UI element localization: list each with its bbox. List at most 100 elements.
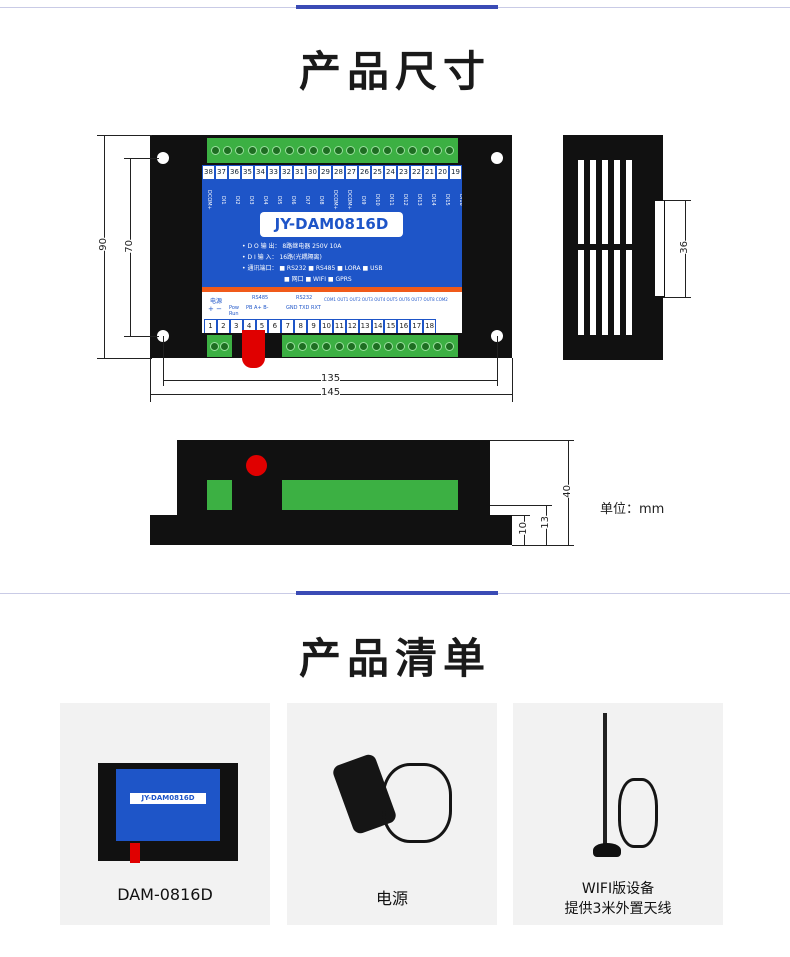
terminal-screw <box>297 146 307 155</box>
ext-line <box>124 158 159 159</box>
terminal-number: 33 <box>267 165 280 180</box>
power-cable-image <box>382 763 452 843</box>
terminal-screw <box>284 146 294 155</box>
product-caption-line1: WIFI版设备 <box>581 881 655 897</box>
product-card-antenna: WIFI版设备 提供3米外置天线 <box>513 703 723 925</box>
terminal-screw <box>445 146 455 155</box>
rs232-label: RS232 <box>296 295 313 301</box>
power-terminal-side <box>207 480 232 510</box>
pin-label: DI6 <box>290 195 296 205</box>
rs232-pins: GND TXD RXT <box>286 305 321 311</box>
terminal-screw <box>371 341 381 351</box>
pin-label: DI9 <box>360 195 366 205</box>
terminal-screw <box>235 146 245 155</box>
section-accent-bar <box>296 591 498 595</box>
terminal-number: 35 <box>241 165 254 180</box>
terminal-screw <box>310 341 320 351</box>
terminal-screw <box>247 146 257 155</box>
terminal-number: 1 <box>204 319 217 333</box>
pin-label: DI16 <box>458 194 462 206</box>
pin-label: DI2 <box>234 195 240 205</box>
dim-label-40: 40 <box>562 485 573 498</box>
ext-line <box>497 336 498 386</box>
pin-label: DI4 <box>262 195 268 205</box>
product-caption-line2: 提供3米外置天线 <box>564 901 672 917</box>
rs485-label: RS485 <box>252 295 269 301</box>
pin-label: DI13 <box>416 194 422 206</box>
power-polarity: + − <box>208 305 222 313</box>
terminal-screw <box>371 146 381 155</box>
terminal-number: 15 <box>384 319 398 333</box>
terminal-number: 28 <box>332 165 345 180</box>
model-label: JY-DAM0816D <box>260 212 403 237</box>
terminal-screw <box>220 341 230 351</box>
terminal-number: 38 <box>202 165 215 180</box>
mount-hole <box>157 152 169 164</box>
section-accent-bar <box>296 5 498 9</box>
pin-label: DI11 <box>388 194 394 206</box>
section-title-dimensions: 产品尺寸 <box>298 47 491 96</box>
ext-line <box>663 297 691 298</box>
terminal-side <box>282 480 458 510</box>
ext-line <box>512 358 513 402</box>
terminal-screw <box>358 146 368 155</box>
terminal-screw <box>321 146 331 155</box>
terminal-screw <box>383 341 393 351</box>
terminal-number: 27 <box>345 165 358 180</box>
terminal-number: 24 <box>384 165 397 180</box>
spec-di: • D I 输 入： 16路(光耦隔离) <box>242 254 322 261</box>
dim-label-135: 135 <box>321 373 341 384</box>
antenna-thumb <box>130 843 140 863</box>
terminal-screw <box>334 146 344 155</box>
terminal-screw <box>210 146 220 155</box>
ext-line <box>150 358 151 402</box>
terminal-number: 3 <box>229 319 243 333</box>
terminal-number: 6 <box>268 319 282 333</box>
terminal-screw <box>408 341 418 351</box>
terminal-number: 20 <box>436 165 449 180</box>
top-terminal-block <box>207 138 458 163</box>
ext-line <box>512 545 574 546</box>
terminal-screw <box>260 146 270 155</box>
pow-run-label: Pow Run <box>229 305 239 317</box>
terminal-screw <box>445 341 455 351</box>
terminal-screw <box>395 146 405 155</box>
rs485-pins: PB A+ B- <box>246 305 269 311</box>
mount-hole <box>491 152 503 164</box>
terminal-screw <box>359 341 369 351</box>
antenna-base-image <box>593 843 621 857</box>
pin-label: DI3 <box>248 195 254 205</box>
vent-divider <box>578 244 638 250</box>
pin-label: DI8 <box>318 195 324 205</box>
terminal-number: 21 <box>423 165 436 180</box>
terminal-number: 13 <box>358 319 372 333</box>
device-board-thumbnail <box>116 769 220 841</box>
power-label: 电源 <box>210 298 223 305</box>
product-card-power: 电源 <box>287 703 497 925</box>
product-caption: DAM-0816D <box>117 885 213 904</box>
section-title-package: 产品清单 <box>298 634 491 683</box>
terminal-screw <box>408 146 418 155</box>
board-lower-panel: 电源 + − RS485 PB A+ B- Pow Run RS232 GND … <box>202 287 462 333</box>
terminal-number: 9 <box>307 319 321 333</box>
terminal-number: 19 <box>449 165 462 180</box>
terminal-number: 18 <box>423 319 437 333</box>
spec-do: • D O 输 出： 8路继电器 250V 10A <box>242 243 342 250</box>
ext-line <box>124 336 159 337</box>
terminal-screw <box>309 146 319 155</box>
terminal-screw <box>223 146 233 155</box>
terminal-screw <box>334 341 344 351</box>
terminal-number: 32 <box>280 165 293 180</box>
bottom-terminal-block <box>282 335 458 357</box>
bottom-view-base <box>150 515 512 545</box>
terminal-number: 11 <box>332 319 346 333</box>
pin-label: DI7 <box>304 195 310 205</box>
terminal-screw <box>396 341 406 351</box>
terminal-number: 36 <box>228 165 241 180</box>
pin-label: DI1 <box>220 195 226 205</box>
terminal-screw <box>347 341 357 351</box>
